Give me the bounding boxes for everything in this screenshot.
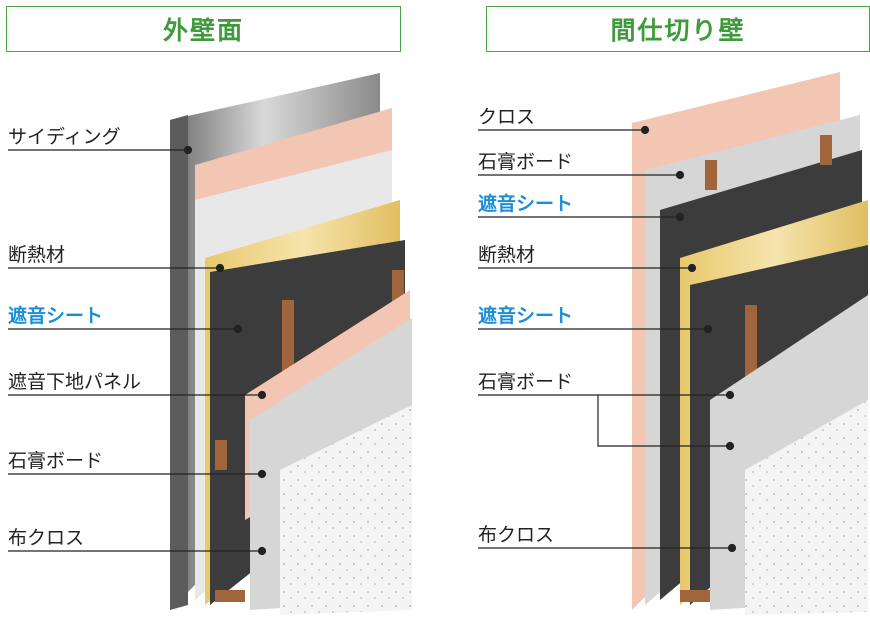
stud bbox=[680, 590, 710, 602]
label-sound-sheet: 遮音シート bbox=[478, 305, 574, 327]
cloth-layer-front bbox=[745, 400, 868, 615]
label-sound-base-panel: 遮音下地パネル bbox=[8, 371, 142, 393]
label-insulation: 断熱材 bbox=[478, 244, 536, 266]
cloth-layer bbox=[280, 405, 412, 615]
partition-wall-header: 間仕切り壁 bbox=[486, 6, 870, 52]
partition-wall-illustration bbox=[632, 72, 868, 615]
siding-edge bbox=[170, 115, 188, 610]
left-leader-lines bbox=[8, 145, 267, 556]
label-sound-sheet: 遮音シート bbox=[8, 305, 104, 327]
stud bbox=[820, 135, 832, 165]
label-cross: クロス bbox=[478, 106, 536, 128]
label-siding: サイディング bbox=[8, 126, 121, 148]
stud bbox=[705, 160, 717, 190]
label-cloth: 布クロス bbox=[8, 527, 85, 549]
label-insulation: 断熱材 bbox=[8, 244, 66, 266]
right-leader-lines bbox=[478, 125, 737, 553]
label-cloth: 布クロス bbox=[478, 524, 555, 546]
label-gypsum-board: 石膏ボード bbox=[478, 151, 574, 173]
label-gypsum-board: 石膏ボード bbox=[478, 371, 574, 393]
stud bbox=[215, 590, 245, 602]
exterior-wall-header: 外壁面 bbox=[6, 6, 401, 52]
stud bbox=[215, 440, 227, 470]
label-sound-sheet: 遮音シート bbox=[478, 193, 574, 215]
label-gypsum-board: 石膏ボード bbox=[8, 450, 104, 472]
exterior-wall-illustration bbox=[170, 73, 412, 615]
